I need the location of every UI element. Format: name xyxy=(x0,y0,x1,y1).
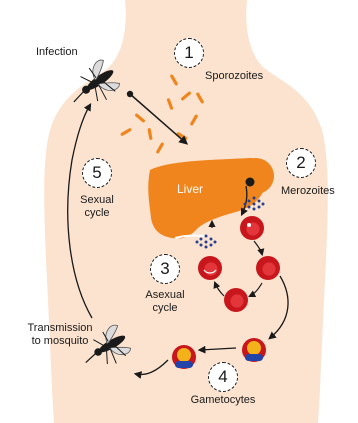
step-number: 3 xyxy=(160,259,169,279)
merozoite-dot xyxy=(210,238,213,241)
red-blood-cell-center xyxy=(204,262,217,275)
merozoite-dot xyxy=(244,203,247,206)
gametocyte-base xyxy=(175,361,193,368)
merozoite-dot xyxy=(248,206,251,209)
step-number: 1 xyxy=(184,43,193,63)
liver-lobe xyxy=(238,158,274,194)
gametocyte-base xyxy=(245,354,263,361)
gametocyte-body xyxy=(247,341,261,355)
merozoites-label: Merozoites xyxy=(281,185,335,198)
merozoite-dot xyxy=(200,238,203,241)
bite-site-dot xyxy=(127,91,133,97)
gametocyte-icon xyxy=(172,345,196,369)
step-2-badge: 2 xyxy=(286,148,316,178)
merozoite-dot xyxy=(248,200,251,203)
gametocytes-label: Gametocytes xyxy=(183,394,263,407)
merozoite-dot xyxy=(205,241,208,244)
infected-hepatocyte-dot xyxy=(246,178,255,187)
merozoite-dot xyxy=(200,244,203,247)
step-5-badge: 5 xyxy=(82,158,112,188)
merozoite-dot xyxy=(258,206,261,209)
merozoite-dot xyxy=(258,200,261,203)
merozoite-dot xyxy=(205,235,208,238)
merozoite-dot xyxy=(253,203,256,206)
merozoite-dot xyxy=(196,241,199,244)
step-number: 4 xyxy=(218,367,227,387)
red-blood-cell-center xyxy=(230,294,243,307)
step-number: 5 xyxy=(92,163,101,183)
infection-label: Infection xyxy=(36,46,78,59)
merozoite-dot xyxy=(262,203,265,206)
parasite-ring xyxy=(247,223,251,227)
liver-label: Liver xyxy=(170,183,210,196)
red-blood-cell-center xyxy=(262,262,275,275)
merozoite-dot xyxy=(253,197,256,200)
merozoite-dot xyxy=(210,244,213,247)
merozoite-dot xyxy=(214,241,217,244)
gametocyte-body xyxy=(177,348,191,362)
step-number: 2 xyxy=(296,153,305,173)
step-3-badge: 3 xyxy=(150,254,180,284)
sporozoites-label: Sporozoites xyxy=(205,70,263,83)
merozoite-dot xyxy=(205,246,208,249)
merozoite-dot xyxy=(253,208,256,211)
step-1-badge: 1 xyxy=(174,38,204,68)
gametocyte-icon xyxy=(242,338,266,362)
step-4-badge: 4 xyxy=(208,362,238,392)
sexual-cycle-label: Sexual cycle xyxy=(72,194,122,220)
asexual-cycle-label: Asexual cycle xyxy=(140,289,190,315)
transmission-label: Transmission to mosquito xyxy=(18,322,102,348)
